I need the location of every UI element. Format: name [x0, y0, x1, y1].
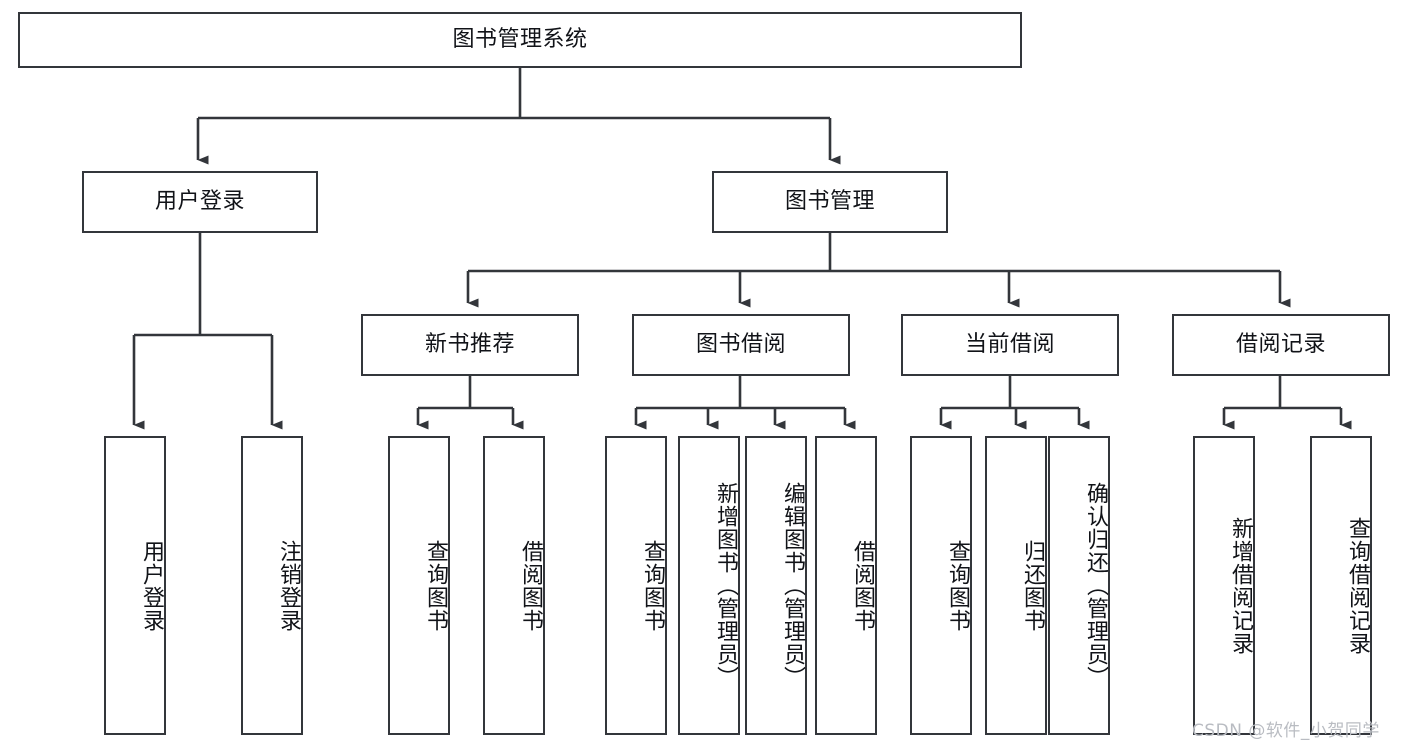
leaf-edit-book-admin[interactable]: 编辑图书（管理员） [745, 436, 807, 735]
leaf-borrow-book-recommend[interactable]: 借阅图书 [483, 436, 545, 735]
leaf-label: 注销登录 [276, 539, 301, 632]
leaf-label: 用户登录 [139, 539, 164, 632]
node-book-borrow[interactable]: 图书借阅 [632, 314, 850, 376]
leaf-query-book-recommend[interactable]: 查询图书 [388, 436, 450, 735]
leaf-label: 查询借阅记录 [1345, 516, 1370, 655]
node-current-borrow-label: 当前借阅 [964, 332, 1055, 358]
leaf-add-borrow-record[interactable]: 新增借阅记录 [1193, 436, 1255, 735]
leaf-label: 借阅图书 [850, 539, 875, 632]
leaf-user-login[interactable]: 用户登录 [104, 436, 166, 735]
leaf-label: 查询图书 [423, 539, 448, 632]
node-root[interactable]: 图书管理系统 [18, 12, 1022, 68]
leaf-query-borrow-record[interactable]: 查询借阅记录 [1310, 436, 1372, 735]
leaf-query-book-current[interactable]: 查询图书 [910, 436, 972, 735]
leaf-label: 编辑图书（管理员） [780, 482, 805, 689]
node-new-book-recommend-label: 新书推荐 [424, 332, 515, 358]
node-borrow-record[interactable]: 借阅记录 [1172, 314, 1390, 376]
leaf-return-book[interactable]: 归还图书 [985, 436, 1047, 735]
csdn-watermark: CSDN @软件_小贺同学 [1192, 721, 1380, 741]
leaf-label: 确认归还（管理员） [1083, 482, 1108, 689]
leaf-label: 借阅图书 [518, 539, 543, 632]
node-current-borrow[interactable]: 当前借阅 [901, 314, 1119, 376]
leaf-query-book-borrow[interactable]: 查询图书 [605, 436, 667, 735]
node-book-management-label: 图书管理 [784, 189, 875, 215]
leaf-logout[interactable]: 注销登录 [241, 436, 303, 735]
node-book-borrow-label: 图书借阅 [695, 332, 786, 358]
node-user-login-label: 用户登录 [154, 189, 245, 215]
leaf-add-book-admin[interactable]: 新增图书（管理员） [678, 436, 740, 735]
node-user-login[interactable]: 用户登录 [82, 171, 318, 233]
leaf-label: 新增图书（管理员） [713, 482, 738, 689]
node-root-label: 图书管理系统 [452, 27, 588, 53]
leaf-borrow-book[interactable]: 借阅图书 [815, 436, 877, 735]
node-book-management[interactable]: 图书管理 [712, 171, 948, 233]
node-new-book-recommend[interactable]: 新书推荐 [361, 314, 579, 376]
leaf-label: 查询图书 [945, 539, 970, 632]
leaf-label: 查询图书 [640, 539, 665, 632]
leaf-label: 新增借阅记录 [1228, 516, 1253, 655]
leaf-label: 归还图书 [1020, 539, 1045, 632]
node-borrow-record-label: 借阅记录 [1235, 332, 1326, 358]
leaf-confirm-return-admin[interactable]: 确认归还（管理员） [1048, 436, 1110, 735]
